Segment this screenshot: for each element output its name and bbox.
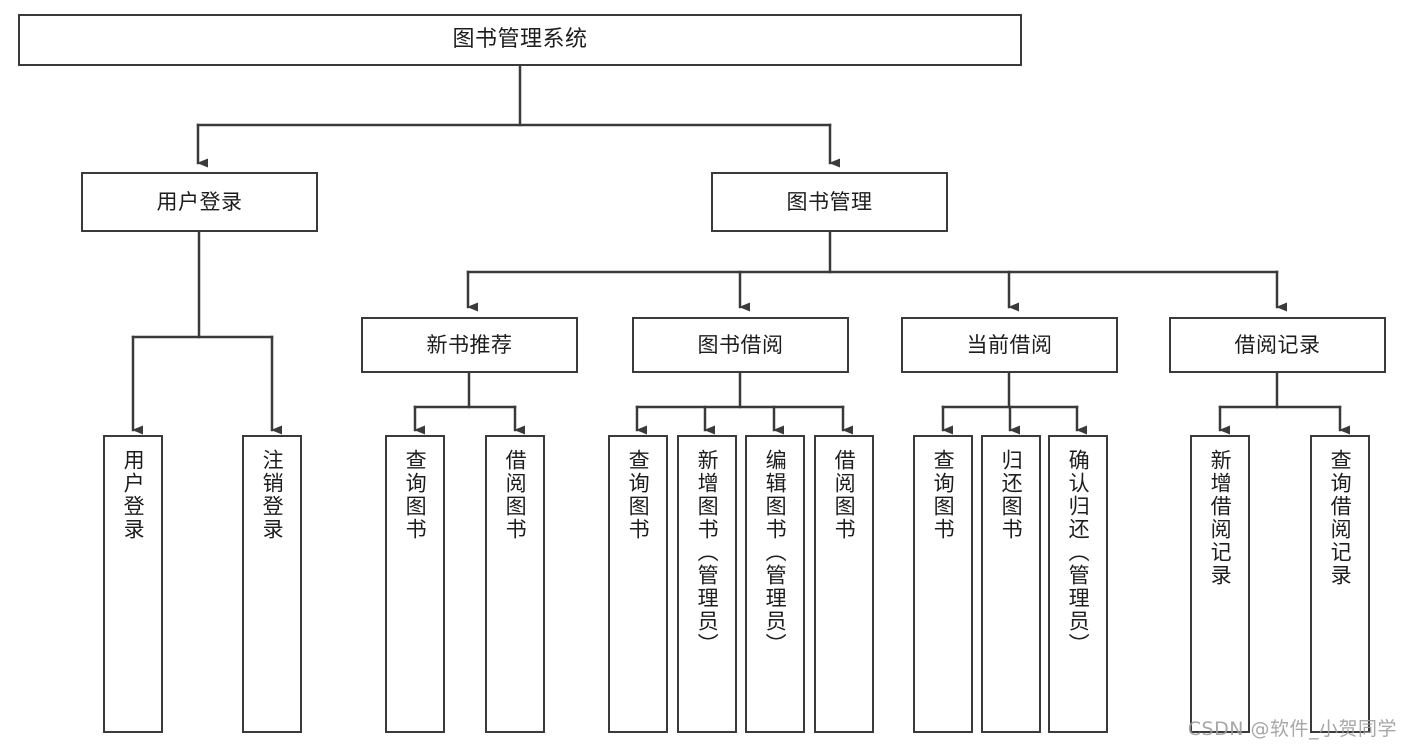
node-label: 图书管理系统 — [452, 26, 588, 52]
node-label: 用户登录 — [121, 449, 146, 541]
node-leaf-borrow-book[interactable]: 借阅图书 — [814, 435, 874, 733]
node-label: 借阅图书 — [503, 449, 528, 541]
node-new-book-recommend[interactable]: 新书推荐 — [361, 317, 578, 373]
node-borrow-record[interactable]: 借阅记录 — [1169, 317, 1386, 373]
node-leaf-logout[interactable]: 注销登录 — [242, 435, 302, 733]
node-leaf-add-book-admin[interactable]: 新增图书（管理员） — [677, 435, 737, 733]
node-root-book-management-system[interactable]: 图书管理系统 — [18, 14, 1022, 66]
node-leaf-query-book-recommend[interactable]: 查询图书 — [385, 435, 445, 733]
node-label: 确认归还（管理员） — [1066, 449, 1091, 656]
node-label: 归还图书 — [999, 449, 1024, 541]
node-label: 查询图书 — [403, 449, 428, 541]
node-user-login[interactable]: 用户登录 — [81, 172, 318, 232]
node-leaf-add-borrow-record[interactable]: 新增借阅记录 — [1190, 435, 1250, 733]
node-label: 当前借阅 — [966, 332, 1053, 357]
node-label: 用户登录 — [156, 189, 243, 214]
node-leaf-return-book[interactable]: 归还图书 — [981, 435, 1041, 733]
node-label: 新增借阅记录 — [1208, 449, 1233, 587]
node-label: 新增图书（管理员） — [695, 449, 720, 656]
node-label: 图书借阅 — [697, 332, 784, 357]
node-label: 新书推荐 — [426, 332, 513, 357]
node-label: 图书管理 — [786, 189, 873, 214]
node-leaf-edit-book-admin[interactable]: 编辑图书（管理员） — [745, 435, 805, 733]
node-book-borrow[interactable]: 图书借阅 — [632, 317, 849, 373]
node-leaf-query-borrow-record[interactable]: 查询借阅记录 — [1310, 435, 1370, 733]
node-leaf-confirm-return-admin[interactable]: 确认归还（管理员） — [1048, 435, 1108, 733]
node-leaf-query-book-borrow[interactable]: 查询图书 — [608, 435, 668, 733]
node-book-management[interactable]: 图书管理 — [711, 172, 948, 232]
node-label: 编辑图书（管理员） — [763, 449, 788, 656]
csdn-watermark: CSDN @软件_小贺同学 — [1187, 718, 1397, 740]
node-label: 借阅记录 — [1234, 332, 1321, 357]
node-label: 借阅图书 — [832, 449, 857, 541]
node-label: 注销登录 — [260, 449, 285, 541]
node-current-borrow[interactable]: 当前借阅 — [901, 317, 1118, 373]
node-leaf-user-login[interactable]: 用户登录 — [103, 435, 163, 733]
node-leaf-query-book-current[interactable]: 查询图书 — [913, 435, 973, 733]
node-label: 查询图书 — [626, 449, 651, 541]
node-label: 查询借阅记录 — [1328, 449, 1353, 587]
node-leaf-borrow-book-recommend[interactable]: 借阅图书 — [485, 435, 545, 733]
node-label: 查询图书 — [931, 449, 956, 541]
